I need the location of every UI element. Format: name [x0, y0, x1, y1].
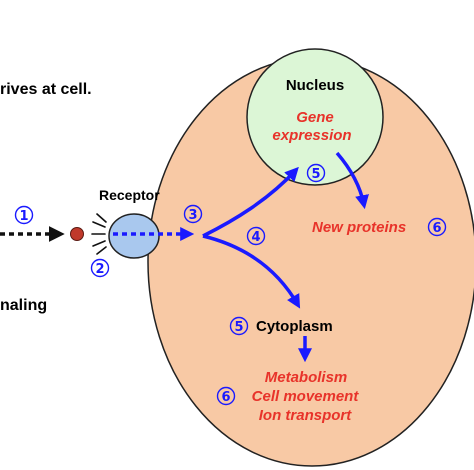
signaling-text: naling: [0, 297, 47, 314]
receptor-label: Receptor: [99, 187, 160, 203]
nucleus-label: Nucleus: [286, 77, 344, 94]
signal-molecule: [70, 227, 84, 241]
arrow-to-nucleus: [202, 166, 299, 238]
arrow-to-new-proteins: [335, 151, 369, 210]
metabolism-label: Metabolism: [265, 369, 348, 386]
receptor: [108, 213, 160, 259]
gene-expression-line1: Gene: [296, 109, 334, 126]
step-markers: [14, 163, 447, 406]
step-number-5-nucleus: 5: [311, 167, 320, 182]
step-number-1: 1: [19, 209, 28, 224]
arrow-to-cytoplasm: [202, 234, 301, 309]
binding-lines: [91, 213, 107, 255]
step-number-5-cytoplasm: 5: [234, 320, 243, 335]
step-number-6-responses: 6: [221, 390, 230, 405]
step-number-4: 4: [251, 230, 260, 245]
step-number-3: 3: [188, 208, 197, 223]
step-number-2: 2: [95, 262, 104, 277]
ion-transport-label: Ion transport: [259, 407, 353, 424]
step-numbers: 1 2 3 4 5 5 6 6: [19, 167, 441, 405]
cytoplasm-label: Cytoplasm: [256, 318, 333, 335]
new-proteins-label: New proteins: [312, 219, 406, 236]
cell-movement-label: Cell movement: [252, 388, 360, 405]
gene-expression-line2: expression: [272, 127, 351, 144]
step-number-6-proteins: 6: [432, 221, 441, 236]
nucleus: [246, 48, 384, 186]
arrives-text: rives at cell.: [0, 81, 92, 98]
